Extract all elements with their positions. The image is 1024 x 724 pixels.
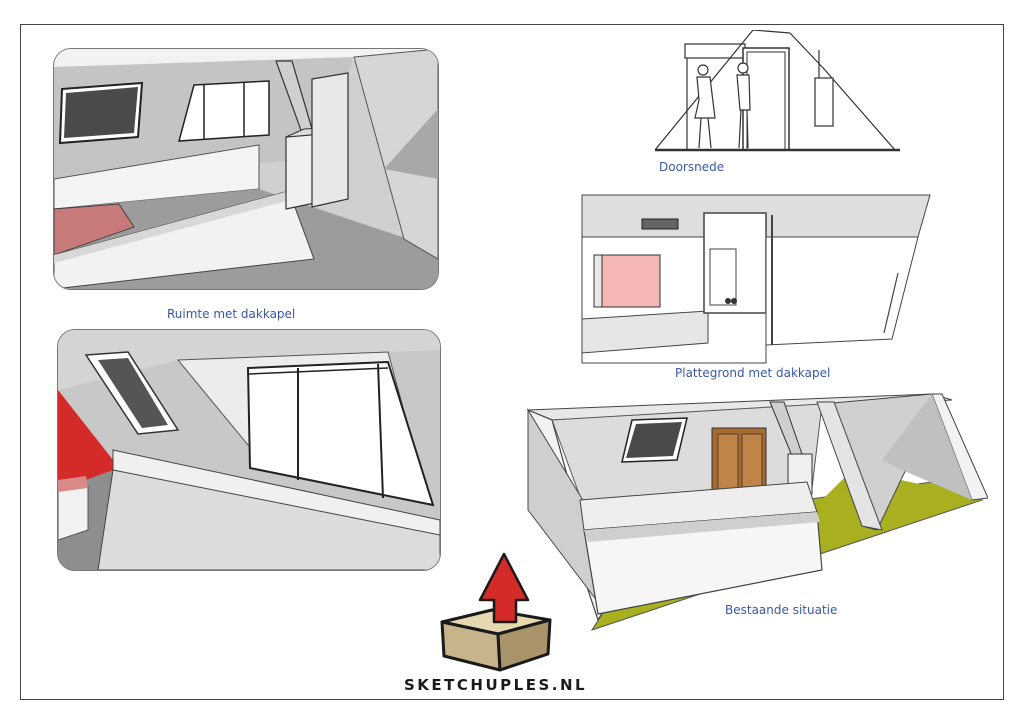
cross-section-drawing <box>655 30 905 155</box>
caption-plattegrond: Plattegrond met dakkapel <box>675 366 831 380</box>
logo-wordmark: SKETCHUPLES.NL <box>404 676 588 694</box>
sketchuples-logo-icon <box>436 552 552 674</box>
page-border <box>20 24 1004 700</box>
floor-plan-drawing <box>580 193 932 365</box>
caption-doorsnede: Doorsnede <box>659 160 725 174</box>
caption-bestaande: Bestaande situatie <box>725 603 838 617</box>
interior-view-top <box>53 48 439 290</box>
caption-ruimte: Ruimte met dakkapel <box>167 307 296 321</box>
interior-view-bottom <box>57 329 441 571</box>
existing-situation-drawing <box>522 390 988 632</box>
